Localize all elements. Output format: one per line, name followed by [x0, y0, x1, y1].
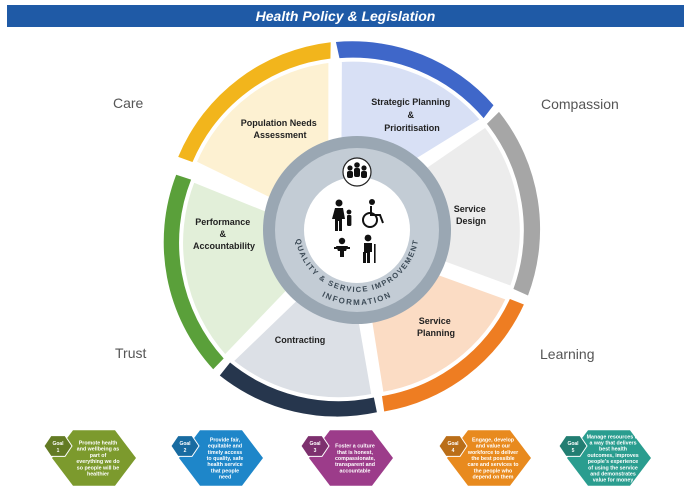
goal-badge	[170, 435, 200, 457]
goal-badge-number: 4	[452, 448, 455, 454]
goal-badge-label: Goal	[447, 441, 459, 447]
service-design-label: Service Design	[454, 204, 489, 226]
design-arc	[485, 111, 541, 296]
value-learning: Learning	[540, 346, 595, 362]
population-label: Population Needs Assessment	[241, 118, 320, 140]
goal-badge	[558, 435, 588, 457]
elderly-person-icon	[363, 234, 376, 263]
care-arc	[178, 42, 331, 163]
goal-badge	[43, 435, 73, 457]
goal-badge	[300, 435, 330, 457]
performance-label: Performance & Accountability	[193, 217, 255, 251]
value-care: Care	[113, 95, 144, 111]
goal-badge-number: 1	[57, 448, 60, 454]
goal-hexagon	[567, 430, 651, 486]
goal-badge-number: 2	[184, 448, 187, 454]
goal-hexagon	[52, 430, 136, 486]
planning-arc	[381, 298, 524, 412]
service-planning-label: Service Planning	[417, 316, 455, 338]
strategic-label: Strategic Planning & Prioritisation	[371, 97, 453, 133]
goal-hexagon	[309, 430, 393, 486]
goal-badge-label: Goal	[52, 441, 64, 447]
goal-badge-label: Goal	[567, 441, 579, 447]
baby-icon	[334, 237, 350, 257]
family-icon	[332, 199, 352, 231]
wheelchair-icon	[362, 199, 384, 228]
goal-badge-number: 3	[314, 448, 317, 454]
goal-hexagon	[179, 430, 263, 486]
center-disc	[304, 177, 410, 283]
people-group-icon	[342, 157, 372, 187]
goal-badge-label: Goal	[179, 441, 191, 447]
goal-badge-number: 5	[572, 448, 575, 454]
value-trust: Trust	[115, 345, 147, 361]
goal-badge-label: Goal	[309, 441, 321, 447]
performance-arc	[163, 174, 226, 370]
contracting-arc	[219, 361, 377, 417]
goal-badge	[438, 435, 468, 457]
value-compassion: Compassion	[541, 96, 619, 112]
goal-hexagon	[447, 430, 531, 486]
page-title: Health Policy & Legislation	[7, 5, 684, 27]
contracting-label: Contracting	[275, 335, 326, 345]
